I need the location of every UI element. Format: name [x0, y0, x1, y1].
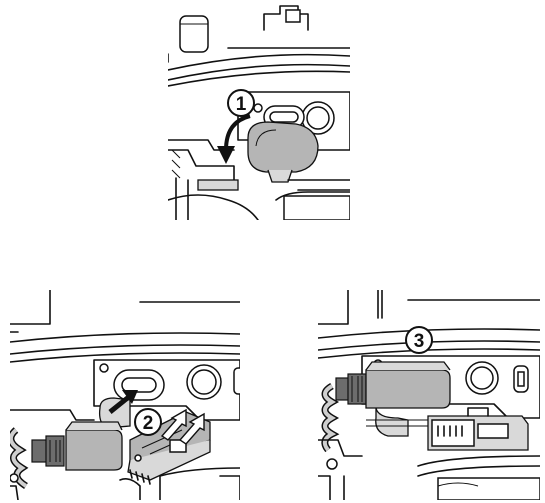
step-1-number: 1	[236, 94, 247, 115]
step-3-number: 3	[414, 331, 425, 352]
step-1-illustration: 1	[168, 0, 350, 220]
step-3-panel: 3	[318, 290, 540, 500]
step-1-badge: 1	[228, 90, 254, 116]
step-2-badge: 2	[135, 409, 161, 435]
step-3-badge: 3	[406, 327, 432, 353]
step-2-illustration: 2	[10, 290, 240, 500]
step-2-panel: 2	[10, 290, 240, 500]
step-2-number: 2	[143, 413, 154, 434]
step-1-panel: 1	[168, 0, 350, 220]
step-3-illustration: 3	[318, 290, 540, 500]
